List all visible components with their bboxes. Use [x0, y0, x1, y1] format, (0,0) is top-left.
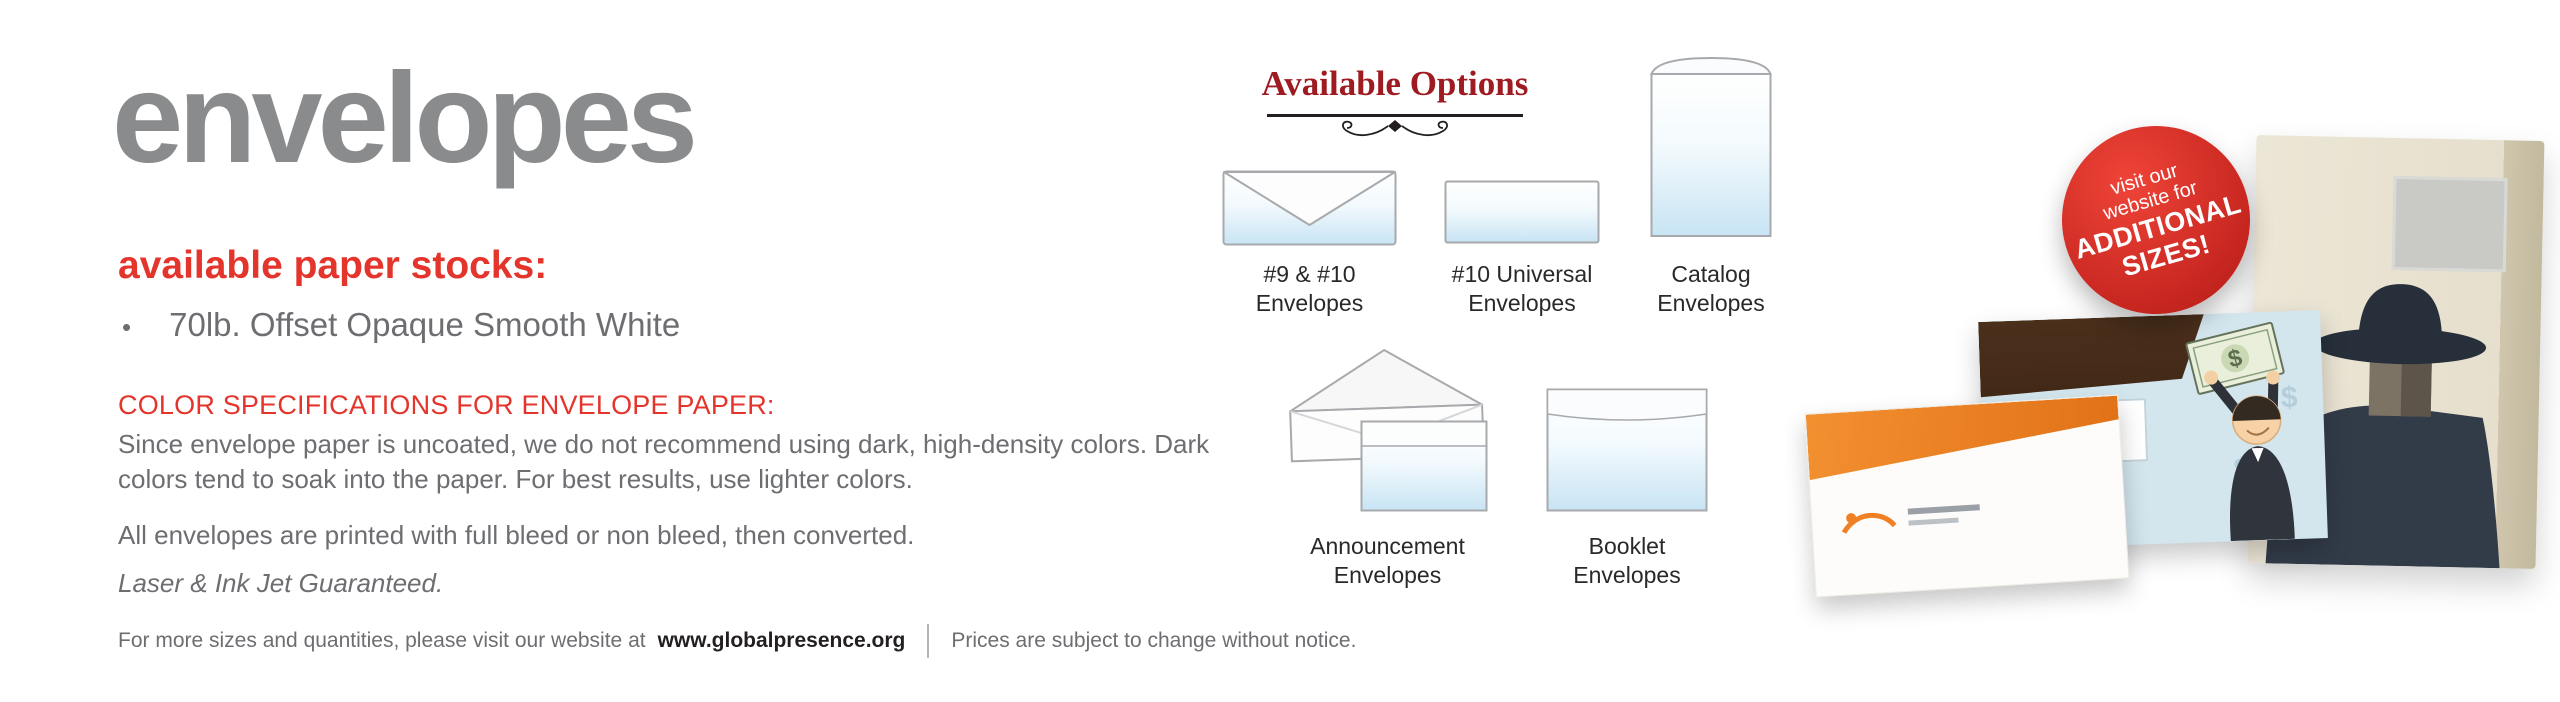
- sample-branded-envelope-photo: [1804, 394, 2130, 598]
- available-options-heading: Available Options: [1261, 64, 1529, 103]
- options-divider: [1267, 114, 1523, 117]
- footer-divider: [927, 624, 930, 658]
- paper-stock-label: 70lb. Offset Opaque Smooth White: [169, 306, 681, 343]
- company-logo-icon: [1841, 512, 1897, 534]
- envelope-announcement-front-illustration: [1360, 420, 1488, 512]
- option-label-10-universal: #10 Universal Envelopes: [1451, 261, 1593, 317]
- bullet-icon: •: [122, 312, 132, 342]
- envelope-9-10-illustration: [1222, 170, 1397, 246]
- footer-text: For more sizes and quantities, please vi…: [118, 629, 646, 652]
- flourish-ornament-icon: [1342, 120, 1448, 137]
- option-label-catalog: Catalog Envelopes: [1657, 261, 1765, 317]
- envelope-catalog-illustration: [1650, 56, 1772, 237]
- badge-text: visit our website for ADDITIONAL SIZES!: [2071, 159, 2245, 283]
- option-label-announcement: Announcement Envelopes: [1310, 533, 1465, 589]
- paper-stock-item: • 70lb. Offset Opaque Smooth White: [122, 306, 680, 344]
- bleed-note: All envelopes are printed with full blee…: [118, 520, 915, 550]
- logo-text-placeholder: [1907, 504, 1980, 515]
- cartoon-man-with-dollar-illustration: $: [2185, 321, 2295, 542]
- additional-sizes-badge: visit our website for ADDITIONAL SIZES!: [2062, 126, 2250, 314]
- envelope-10-universal-illustration: [1444, 180, 1600, 244]
- option-label-booklet: Booklet Envelopes: [1573, 533, 1681, 589]
- paper-stocks-heading: available paper stocks:: [118, 244, 548, 287]
- prices-note: Prices are subject to change without not…: [951, 629, 1357, 652]
- website-url: www.globalpresence.org: [657, 629, 906, 652]
- guarantee-note: Laser & Ink Jet Guaranteed.: [118, 568, 444, 598]
- color-specs-body: Since envelope paper is uncoated, we do …: [118, 429, 1210, 494]
- logo-text-placeholder: [1908, 517, 1959, 526]
- color-specs-heading: COLOR SPECIFICATIONS FOR ENVELOPE PAPER:: [118, 390, 775, 420]
- page-title: envelopes: [112, 47, 698, 190]
- footer: For more sizes and quantities, please vi…: [118, 624, 1356, 658]
- envelope-booklet-illustration: [1546, 388, 1708, 512]
- envelope-flap: [1806, 396, 2129, 597]
- option-label-9-10: #9 & #10 Envelopes: [1255, 261, 1364, 317]
- address-window: [2391, 175, 2508, 273]
